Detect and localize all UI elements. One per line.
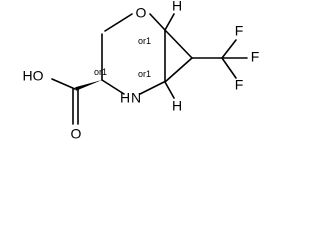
carbonyl-oxygen-label: O — [71, 126, 82, 142]
fluorine-right-label: F — [251, 49, 260, 65]
stereo-label-acid-carbon: or1 — [94, 67, 107, 77]
bottom-hydrogen-label: H — [172, 98, 182, 114]
bond-c-oh — [51, 78, 76, 90]
wedge-bond-c3-cooh — [75, 80, 102, 91]
bond-cbottom-h — [164, 81, 175, 99]
bond-o-ctop — [149, 13, 166, 31]
bond-ctop-c7 — [164, 29, 193, 59]
bond-o-ch2 — [104, 13, 133, 32]
stereo-label-bottom-bridgehead: or1 — [138, 69, 151, 79]
bond-ctop-h — [164, 13, 175, 31]
bond-cbottom-c7 — [164, 57, 193, 83]
nitrogen-hydrogen-label: H — [120, 90, 130, 106]
bond-cf3-f-bottom — [221, 57, 237, 79]
chemical-structure: O N H O HO H H F F F or1 or1 or1 — [23, 0, 260, 142]
fluorine-top-label: F — [235, 23, 244, 39]
bond-cf3-f-top — [221, 39, 237, 59]
stereo-label-top-bridgehead: or1 — [138, 36, 151, 46]
molecule-canvas: O N H O HO H H F F F or1 or1 or1 — [22, 0, 260, 142]
ring-oxygen-label: O — [136, 5, 147, 21]
ring-nitrogen-label: N — [131, 90, 141, 106]
fluorine-bottom-label: F — [235, 77, 244, 93]
top-hydrogen-label: H — [172, 0, 182, 14]
bond-c3-n — [101, 79, 125, 95]
bond-n-cbottom — [139, 81, 165, 95]
hydroxyl-label: HO — [23, 68, 44, 84]
